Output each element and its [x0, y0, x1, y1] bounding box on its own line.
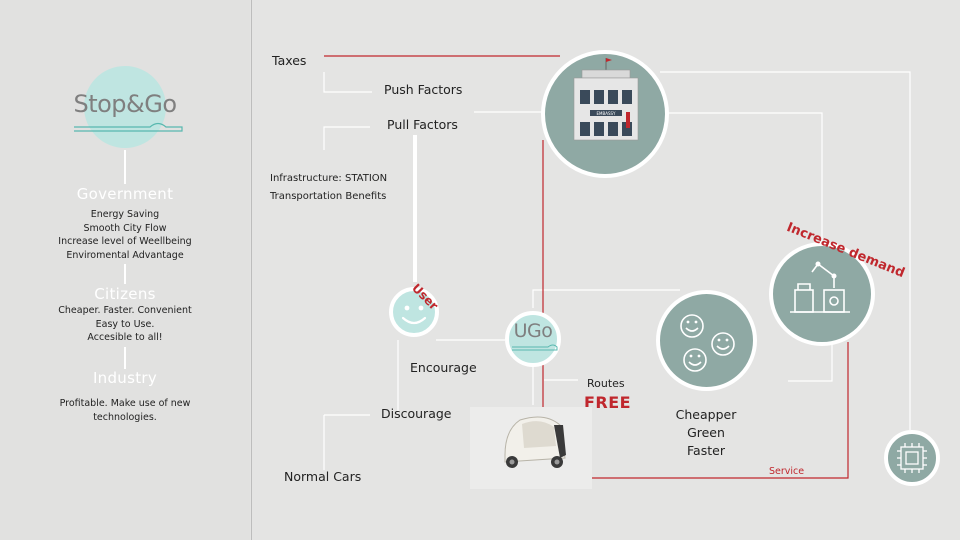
- ugo-node: [505, 311, 561, 367]
- car-image-bg: [470, 407, 592, 489]
- label-normal-cars: Normal Cars: [284, 469, 362, 484]
- label-pull-factors: Pull Factors: [387, 117, 458, 132]
- label-free: FREE: [584, 393, 632, 412]
- section-title-citizens: Citizens: [94, 285, 156, 303]
- benefits-list: Cheapper Green Faster: [660, 406, 752, 460]
- citizens-line-3: Accesible to all!: [87, 332, 163, 343]
- user-node: [389, 287, 439, 337]
- industry-line-2: technologies.: [93, 411, 157, 423]
- government-line-1: Energy Saving: [90, 209, 160, 220]
- benefit-cheaper: Cheapper: [675, 407, 737, 422]
- infrastructure-text: Infrastructure: STATION Transportation B…: [270, 170, 387, 206]
- section-text-government: Energy Saving Smooth City Flow Increase …: [20, 208, 230, 262]
- government-line-2: Smooth City Flow: [83, 222, 167, 234]
- section-text-industry: Profitable. Make use of new technologies…: [20, 397, 230, 424]
- label-transport-benefits: Transportation Benefits: [270, 191, 387, 202]
- panel-divider: [251, 0, 252, 540]
- label-push-factors: Push Factors: [384, 82, 463, 97]
- citizens-line-1: Cheaper. Faster. Convenient: [58, 305, 192, 316]
- section-title-government: Government: [76, 185, 174, 203]
- citizens-line-2: Easy to Use.: [95, 318, 155, 330]
- sidebar-connector-3: [124, 347, 126, 369]
- sidebar-connector-1: [124, 150, 126, 184]
- label-encourage: Encourage: [410, 360, 477, 375]
- benefit-faster: Faster: [687, 443, 725, 458]
- section-title-industry: Industry: [92, 369, 158, 387]
- industry-line-1: Profitable. Make use of new: [59, 398, 191, 409]
- industry-node: [769, 242, 875, 346]
- stop-go-logo-text: Stop&Go: [73, 90, 177, 118]
- ugo-logo-text: UGo: [513, 320, 553, 342]
- label-taxes: Taxes: [272, 53, 307, 68]
- sidebar-connector-2: [124, 264, 126, 284]
- label-infrastructure: Infrastructure: STATION: [270, 173, 388, 184]
- happy-users-node: [656, 290, 757, 391]
- section-text-citizens: Cheaper. Faster. Convenient Easy to Use.…: [20, 304, 230, 345]
- government-line-4: Enviromental Advantage: [66, 249, 184, 261]
- stop-go-logo-circle: [84, 66, 166, 148]
- benefit-green: Green: [687, 425, 725, 440]
- government-node: [541, 50, 669, 178]
- service-node: [884, 430, 940, 486]
- label-service: Service: [769, 466, 805, 477]
- government-line-3: Increase level of Weellbeing: [58, 236, 192, 247]
- label-discourage: Discourage: [381, 406, 452, 421]
- label-routes: Routes: [587, 377, 625, 390]
